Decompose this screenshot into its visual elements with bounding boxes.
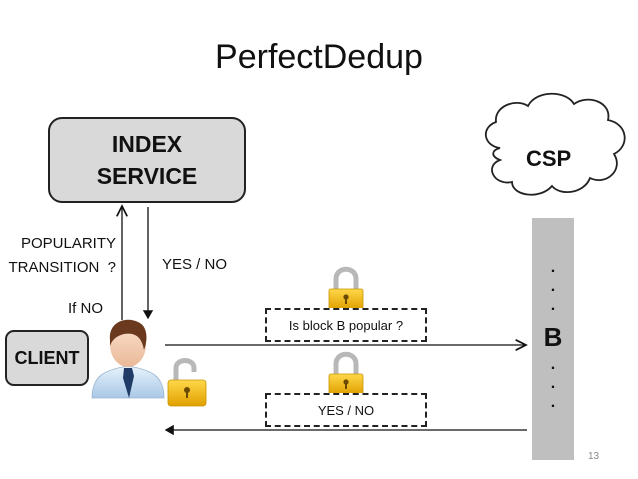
storage-dot: . bbox=[550, 259, 556, 276]
storage-dot: . bbox=[550, 375, 556, 392]
reply-message-box: YES / NO bbox=[265, 393, 427, 427]
cloud-icon bbox=[485, 92, 626, 196]
csp-storage-column: . . . B . . . bbox=[532, 218, 574, 460]
storage-dot: . bbox=[550, 297, 556, 314]
csp-label: CSP bbox=[526, 146, 572, 171]
padlock-open-icon bbox=[167, 358, 207, 407]
page-number: 13 bbox=[588, 451, 600, 462]
query-message-box: Is block B popular ? bbox=[265, 308, 427, 342]
storage-dot: . bbox=[550, 356, 556, 373]
index-service-label-line1: INDEX bbox=[111, 131, 183, 157]
index-reply-label: YES / NO bbox=[162, 256, 228, 273]
popularity-transition-label: POPULARITY TRANSITION ? bbox=[4, 232, 116, 280]
user-icon bbox=[91, 319, 165, 399]
reply-message-text: YES / NO bbox=[317, 402, 375, 418]
index-service-node: INDEX SERVICE bbox=[48, 117, 246, 203]
slide-title: PerfectDedup bbox=[215, 38, 423, 76]
storage-dot: . bbox=[550, 278, 556, 295]
index-service-label-line2: SERVICE bbox=[96, 163, 198, 189]
popularity-label-line2: TRANSITION ? bbox=[8, 259, 116, 276]
client-node: CLIENT bbox=[5, 330, 89, 386]
padlock-closed-icon bbox=[328, 351, 364, 395]
query-message-text: Is block B popular ? bbox=[288, 317, 404, 333]
storage-block-b: B bbox=[543, 322, 563, 352]
storage-dot: . bbox=[550, 394, 556, 411]
popularity-label-line1: POPULARITY bbox=[20, 235, 116, 252]
padlock-closed-icon bbox=[328, 266, 364, 310]
if-no-label: If NO bbox=[68, 300, 104, 317]
